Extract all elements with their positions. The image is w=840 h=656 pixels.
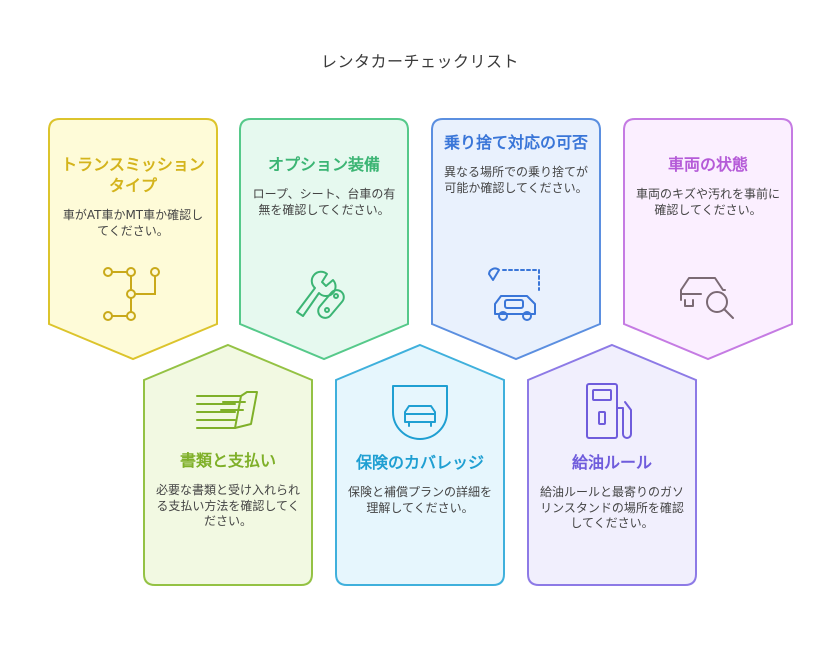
card-shape — [143, 343, 313, 586]
card-title: オプション装備 — [267, 155, 380, 174]
wrench-icon — [296, 270, 345, 319]
card-shape — [623, 118, 793, 361]
money-stack-icon — [196, 391, 258, 429]
card-title: 書類と支払い — [179, 451, 276, 470]
fuel-pump-icon — [586, 383, 632, 439]
card-options: オプション装備 ロープ、シート、台車の有無を確認してください。 — [239, 118, 409, 361]
card-shape — [431, 118, 601, 361]
card-shape — [335, 343, 505, 586]
card-documents-payment: 書類と支払い 必要な書類と受け入れられる支払い方法を確認してください。 — [143, 343, 313, 586]
card-description: 必要な書類と受け入れられる支払い方法を確認してください。 — [155, 483, 300, 528]
card-shape — [527, 343, 697, 586]
card-insurance: 保険のカバレッジ 保険と補償プランの詳細を理解してください。 — [335, 343, 505, 586]
self-driving-car-icon — [488, 267, 540, 321]
card-title: 給油ルール — [571, 453, 652, 472]
card-description: 異なる場所での乗り捨てが可能か確認してください。 — [443, 165, 588, 195]
card-title: 車両の状態 — [667, 155, 748, 174]
card-description: 車がAT車かMT車か確認してください。 — [62, 208, 204, 238]
car-inspection-icon — [680, 277, 734, 319]
car-shield-icon — [392, 385, 448, 440]
card-title: 乗り捨て対応の可否 — [443, 133, 588, 152]
transmission-icon — [103, 267, 160, 321]
card-description: ロープ、シート、台車の有無を確認してください。 — [252, 187, 396, 217]
card-vehicle-condition: 車両の状態 車両のキズや汚れを事前に確認してください。 — [623, 118, 793, 361]
card-transmission: トランスミッションタイプ 車がAT車かMT車か確認してください。 — [48, 118, 218, 361]
card-shape — [239, 118, 409, 361]
card-refuel: 給油ルール 給油ルールと最寄りのガソリンスタンドの場所を確認してください。 — [527, 343, 697, 586]
page-title: レンタカーチェックリスト — [320, 52, 519, 71]
card-description: 車両のキズや汚れを事前に確認してください。 — [635, 187, 780, 217]
card-description: 給油ルールと最寄りのガソリンスタンドの場所を確認してください。 — [539, 485, 684, 530]
card-drop-off: 乗り捨て対応の可否 異なる場所での乗り捨てが可能か確認してください。 — [431, 118, 601, 361]
card-title: 保険のカバレッジ — [355, 453, 484, 472]
card-description: 保険と補償プランの詳細を理解してください。 — [347, 485, 492, 515]
card-shape — [48, 118, 218, 361]
card-title: トランスミッションタイプ — [61, 155, 205, 195]
